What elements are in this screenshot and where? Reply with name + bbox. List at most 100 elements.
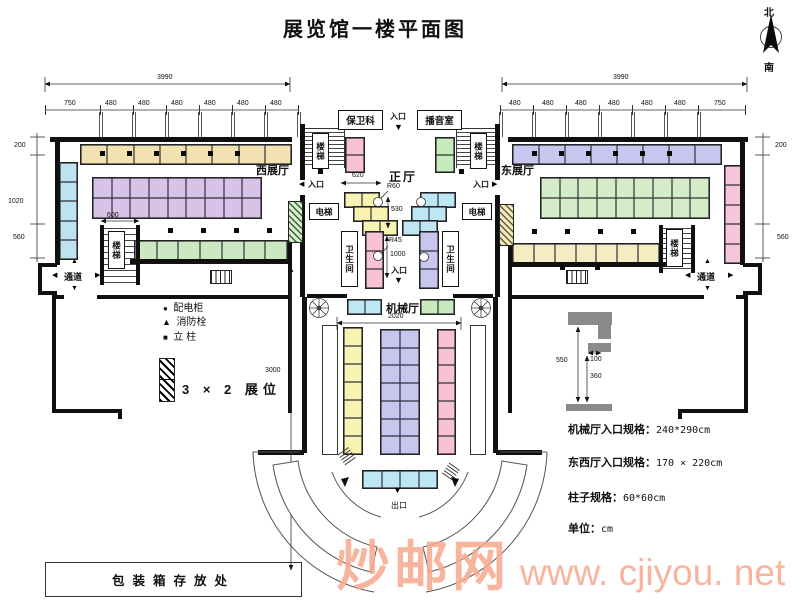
dim-360: 360 <box>590 373 602 380</box>
wall <box>118 409 122 419</box>
machine-yellow-booths <box>343 327 363 455</box>
passage-east-up-arrow-icon: ▲ <box>704 258 711 265</box>
dim-480: 480 <box>641 100 653 107</box>
wall <box>495 124 500 180</box>
west-hall-label: 西展厅 <box>256 165 289 177</box>
entrance-east-label: 入口 <box>473 180 489 189</box>
grid-line <box>535 112 536 137</box>
toilet-west-booths <box>365 231 384 289</box>
grate-east-icon <box>566 270 588 284</box>
passage-east-right-arrow-icon: ▶ <box>728 272 734 279</box>
machine-entry-west-booths <box>347 299 382 315</box>
dim-480: 480 <box>270 100 282 107</box>
wall <box>493 297 498 453</box>
dim-480: 480 <box>542 100 554 107</box>
entrance-west-label: 入口 <box>308 180 324 189</box>
wall <box>508 295 704 299</box>
spec-label: 单位： <box>568 523 601 535</box>
pillar-marker <box>267 228 272 233</box>
stair-tread <box>663 228 691 229</box>
booth-size-label: 3 × 2 展位 <box>182 382 281 397</box>
wall <box>508 137 748 142</box>
wall <box>300 124 305 180</box>
passage-west-left-arrow-icon: ◀ <box>52 272 58 279</box>
entrance-mid-label: 入口 <box>391 266 407 275</box>
dim-480: 480 <box>608 100 620 107</box>
column-circles <box>373 197 429 262</box>
dim-750-west: 750 <box>64 100 76 107</box>
pillar-marker <box>631 229 636 234</box>
stairs-west-wing-label: 楼梯 <box>111 240 122 260</box>
pillar-marker <box>208 151 213 156</box>
stairs-center-east: 楼梯 <box>470 133 487 169</box>
grid-line <box>568 112 569 137</box>
legend-power: ● 配电柜 <box>163 299 203 314</box>
page-title: 展览馆一楼平面图 <box>283 19 467 41</box>
dim-3000: 3000 <box>265 367 281 374</box>
storage-room-label: 包装箱存放处 <box>111 574 235 588</box>
pillar-marker <box>181 151 186 156</box>
wall <box>38 263 57 267</box>
stair-tread <box>104 228 136 229</box>
toilet-east-booths <box>419 231 439 289</box>
machine-aisle-west <box>322 325 338 455</box>
detail-right-column <box>598 312 611 339</box>
east-hall-label: 东展厅 <box>501 165 534 177</box>
entrance-top-arrow-icon: ▼ <box>394 122 403 132</box>
wall <box>52 295 56 413</box>
dim-620: 620 <box>352 172 364 179</box>
toilet-east: 卫生间 <box>442 231 459 287</box>
storage-room-box: 包装箱存放处 <box>45 562 302 597</box>
toilet-west-label: 卫生间 <box>344 244 355 274</box>
wall <box>508 240 512 298</box>
stair-tread <box>104 276 136 277</box>
passage-west-label: 通道 <box>64 272 83 282</box>
pillar-marker <box>127 151 132 156</box>
stairs-center-west-label: 楼梯 <box>315 141 326 161</box>
grid-line <box>201 112 202 137</box>
passage-east-down-arrow-icon: ▼ <box>704 285 711 292</box>
dim-1020-left: 1020 <box>8 198 24 205</box>
entrance-top-label: 入口 <box>390 112 406 121</box>
stair-tread <box>104 270 136 271</box>
spec-label: 柱子规格： <box>568 492 623 504</box>
entrance-mid-arrow-icon: ▼ <box>394 275 403 285</box>
dim-100: 100 <box>590 356 602 363</box>
power-dot-icon: ● <box>163 304 168 313</box>
dim-2020: 2020 <box>388 313 404 320</box>
dim-1000: 1000 <box>390 251 406 258</box>
wall <box>38 291 57 295</box>
pillar-marker <box>459 169 464 174</box>
grid-line <box>667 112 668 137</box>
east-edge-stairs-hatch <box>499 204 514 246</box>
spec-unit: 单位：cm <box>568 520 613 536</box>
machine-center-booths <box>380 329 420 455</box>
step-ladder-icons <box>337 447 460 487</box>
legend-power-label: 配电柜 <box>173 303 204 314</box>
wall <box>307 294 347 298</box>
dim-480: 480 <box>138 100 150 107</box>
wall <box>52 409 122 413</box>
legend-pillar-label: 立 柱 <box>173 332 197 343</box>
pillar-marker <box>154 151 159 156</box>
detail-bottom-bar <box>566 404 612 411</box>
broadcast-room: 播音室 <box>417 110 462 130</box>
grid-line <box>532 112 533 137</box>
dim-r60: R60 <box>387 183 400 190</box>
wall <box>678 409 748 413</box>
pillar-marker <box>640 151 645 156</box>
spec-value: 170 × 220cm <box>656 458 723 469</box>
broadcast-booths <box>435 137 455 173</box>
elevator-west-label: 电梯 <box>315 206 333 217</box>
dim-200-left: 200 <box>14 142 26 149</box>
wall <box>691 225 695 273</box>
dim-480: 480 <box>509 100 521 107</box>
spiral-stair-icons <box>309 298 491 318</box>
security-booths <box>345 137 365 173</box>
wall <box>659 225 663 273</box>
wall <box>300 195 305 297</box>
legend-hydrant-label: 消防栓 <box>176 317 207 328</box>
broadcast-room-label: 播音室 <box>425 116 454 127</box>
pillar-marker <box>560 265 565 270</box>
